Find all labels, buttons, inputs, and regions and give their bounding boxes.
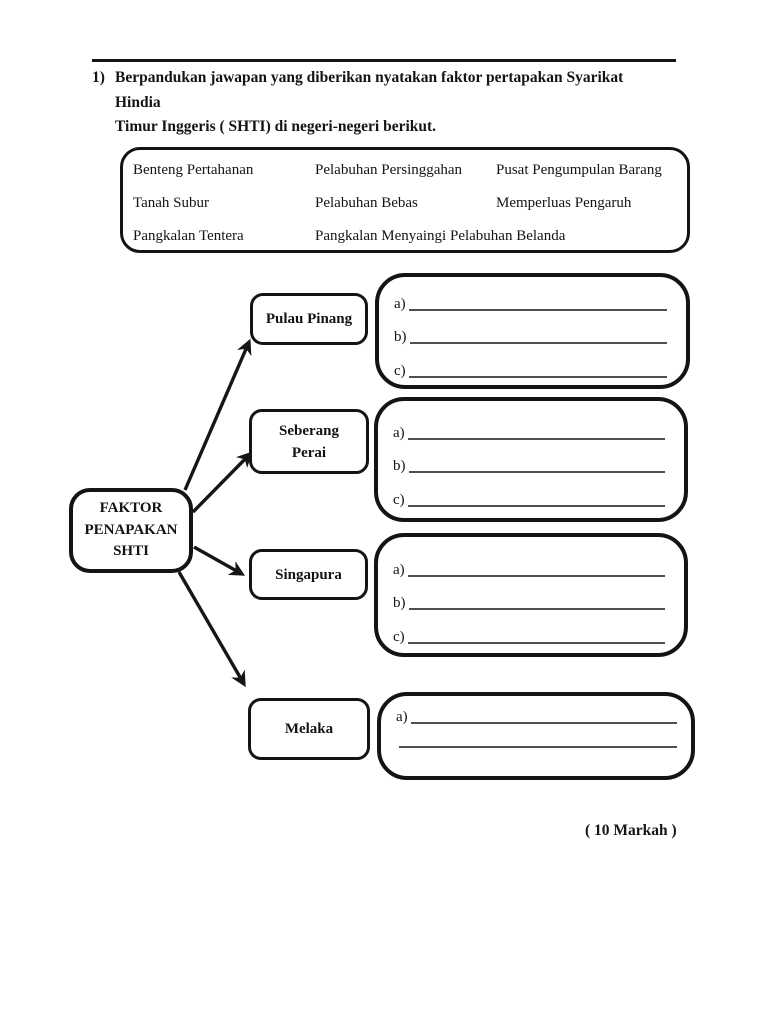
answer-line: [407, 574, 665, 577]
answer-row: b): [393, 443, 665, 477]
word-bank-item: Tanah Subur: [133, 195, 210, 211]
node-label: Melaka: [284, 721, 334, 737]
answer-line: [399, 746, 677, 748]
word-bank-item: Pangkalan Tentera: [133, 228, 244, 244]
answer-line: [407, 437, 665, 440]
answer-line: [408, 308, 667, 311]
answer-row: b): [393, 580, 665, 614]
answer-row: c): [393, 613, 665, 647]
answer-line: [408, 608, 665, 610]
marks-label: ( 10 Markah ): [585, 822, 677, 839]
root-node-line: PENAPAKAN: [84, 521, 178, 538]
answer-row: a): [394, 280, 667, 314]
answer-label: a): [393, 561, 405, 578]
answer-label: c): [393, 491, 405, 508]
answer-line: [407, 641, 665, 644]
word-bank-item: Memperluas Pengaruh: [496, 195, 632, 211]
root-node-faktor-penapakan-shti: FAKTOR PENAPAKAN SHTI: [69, 488, 193, 573]
answer-label: b): [393, 595, 406, 611]
answer-row: [396, 727, 677, 751]
node-singapura: Singapura: [249, 549, 368, 600]
answer-box-seberang-perai: a) b) c): [374, 397, 688, 522]
word-bank-row: Benteng Pertahanan Pelabuhan Persinggaha…: [133, 162, 687, 195]
word-bank: Benteng Pertahanan Pelabuhan Persinggaha…: [120, 147, 690, 253]
top-rule: [92, 59, 676, 62]
answer-label: a): [393, 424, 405, 441]
word-bank-item: Benteng Pertahanan: [133, 162, 254, 178]
answer-box-singapura: a) b) c): [374, 533, 688, 657]
root-node-line: SHTI: [113, 543, 149, 560]
answer-label: a): [394, 295, 406, 312]
node-label: Pulau Pinang: [265, 311, 353, 327]
word-bank-item: Pangkalan Menyaingi Pelabuhan Belanda: [315, 228, 566, 244]
answer-label: a): [396, 709, 408, 725]
arrow-root-to-seberang-perai: [191, 451, 253, 514]
answer-line: [409, 342, 667, 344]
answer-label: c): [393, 628, 405, 645]
answer-box-melaka: a): [377, 692, 695, 780]
node-melaka: Melaka: [248, 698, 370, 760]
answer-row: a): [393, 409, 665, 443]
question-line-1: Berpandukan jawapan yang diberikan nyata…: [115, 69, 624, 111]
answer-label: b): [394, 329, 407, 345]
answer-row: c): [393, 476, 665, 510]
word-bank-item: Pelabuhan Bebas: [315, 195, 418, 211]
word-bank-row: Pangkalan Tentera Pangkalan Menyaingi Pe…: [133, 228, 687, 261]
question-line-2: Timur Inggeris ( SHTI) di negeri-negeri …: [115, 118, 437, 135]
node-label: Perai: [291, 444, 327, 461]
root-node-line: FAKTOR: [99, 500, 163, 517]
answer-line: [407, 504, 665, 507]
answer-row: c): [394, 347, 667, 381]
node-seberang-perai: Seberang Perai: [249, 409, 369, 474]
answer-line: [408, 375, 667, 378]
answer-line: [408, 471, 665, 473]
word-bank-item: Pelabuhan Persinggahan: [315, 162, 463, 178]
answer-box-pulau-pinang: a) b) c): [375, 273, 690, 389]
node-label: Seberang: [279, 422, 339, 439]
answer-line: [410, 722, 677, 724]
question: 1) Berpandukan jawapan yang diberikan ny…: [92, 66, 672, 140]
word-bank-item: Pusat Pengumpulan Barang: [496, 162, 662, 178]
node-label: Singapura: [275, 566, 342, 583]
arrow-root-to-singapura: [193, 545, 246, 576]
word-bank-row: Tanah Subur Pelabuhan Bebas Memperluas P…: [133, 195, 687, 228]
answer-label: b): [393, 458, 406, 474]
node-pulau-pinang: Pulau Pinang: [250, 293, 368, 345]
answer-row: a): [396, 703, 677, 727]
answer-row: a): [393, 546, 665, 580]
arrow-root-to-pulau-pinang: [183, 338, 252, 491]
arrow-root-to-melaka: [177, 571, 246, 688]
answer-label: c): [394, 362, 406, 379]
answer-row: b): [394, 314, 667, 348]
question-text: Berpandukan jawapan yang diberikan nyata…: [115, 66, 672, 140]
question-number: 1): [92, 69, 105, 86]
